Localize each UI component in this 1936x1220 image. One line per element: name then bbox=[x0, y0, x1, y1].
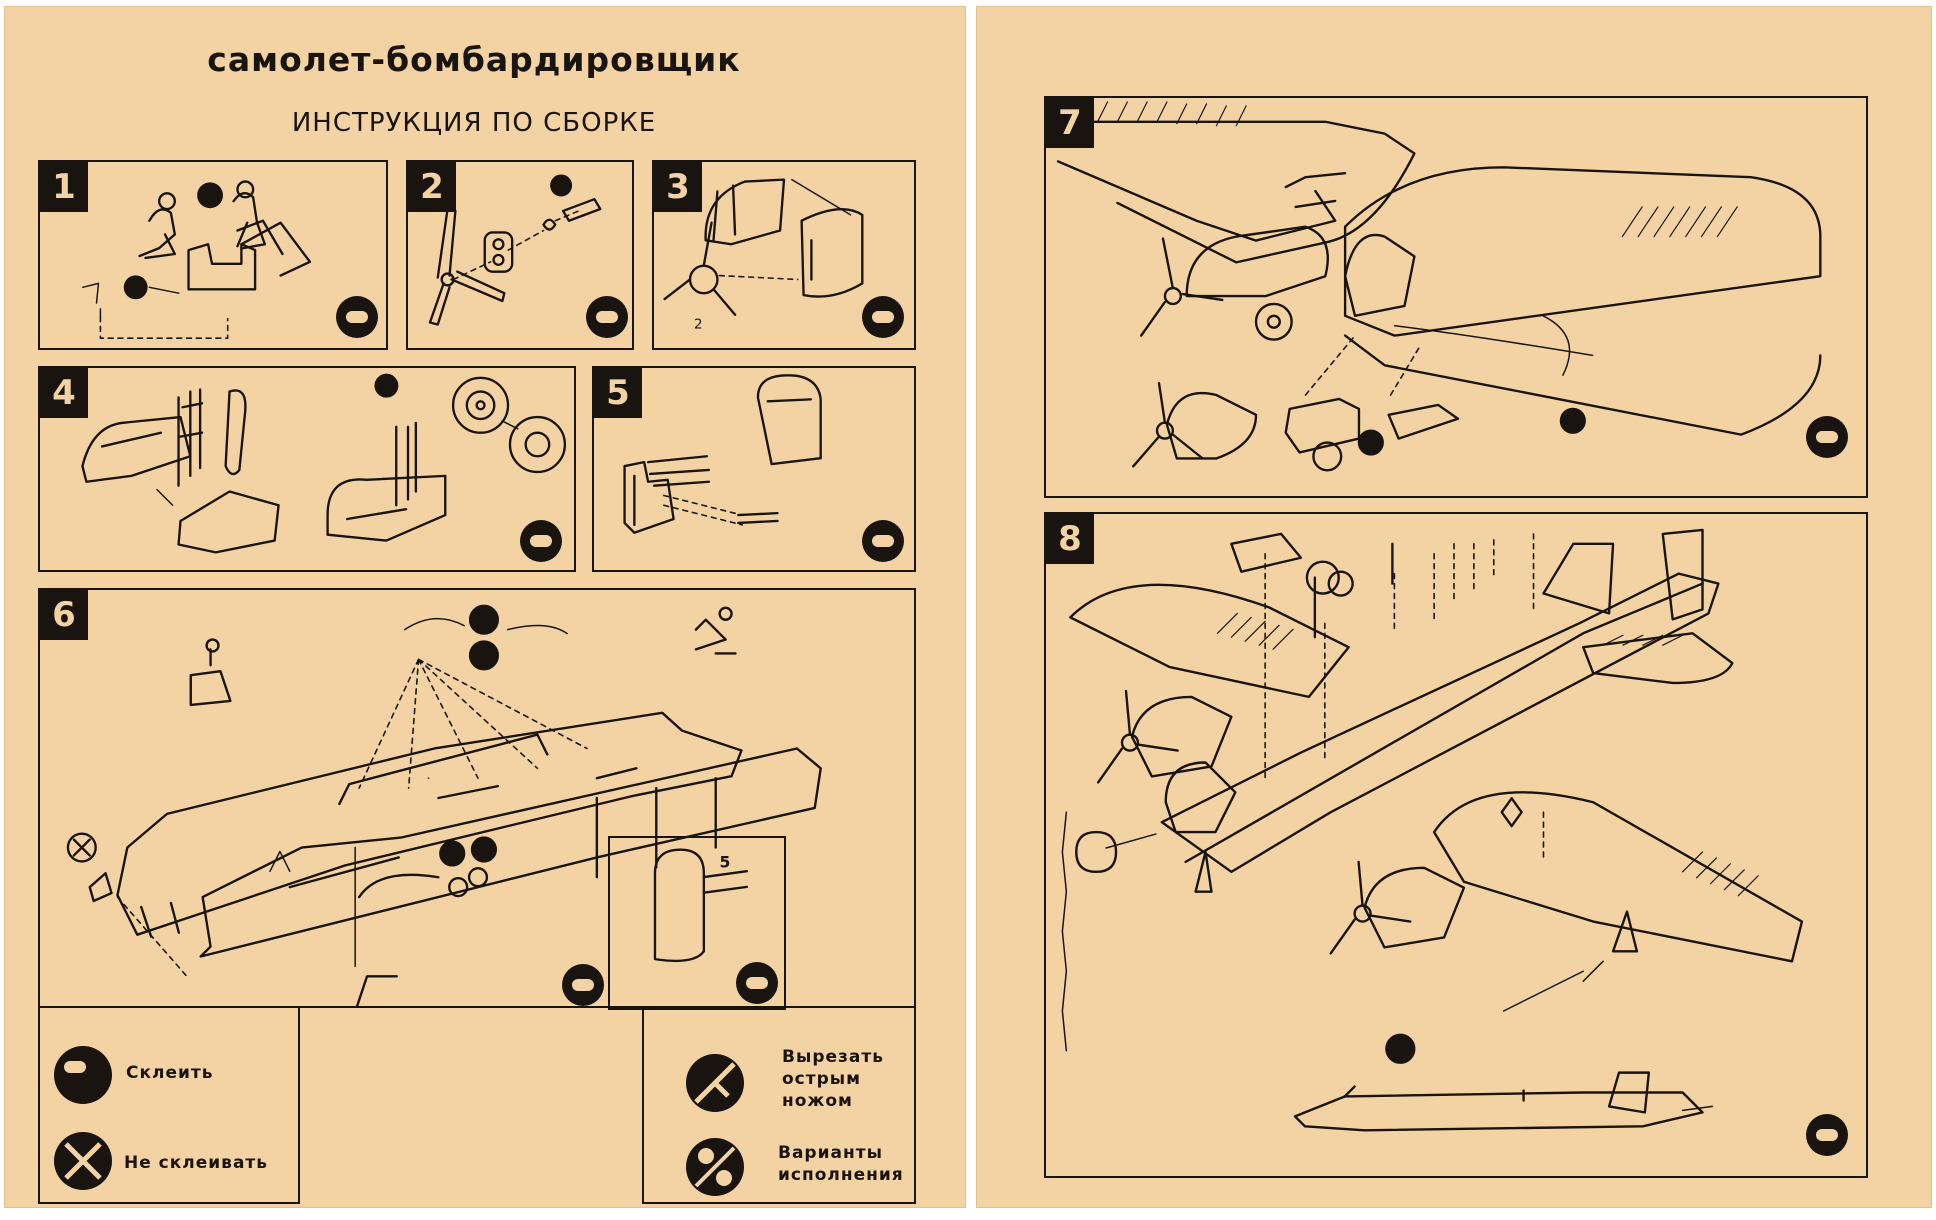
glue-icon bbox=[1806, 1114, 1848, 1156]
step-4-panel: 4 bbox=[38, 366, 576, 572]
no-glue-icon bbox=[54, 1132, 112, 1190]
legend-glue-icon bbox=[54, 1046, 112, 1104]
glue-icon bbox=[562, 964, 604, 1006]
instruction-subtitle: ИНСТРУКЦИЯ ПО СБОРКЕ bbox=[291, 108, 657, 138]
glue-icon bbox=[736, 962, 778, 1004]
step-3-sub-label: 2 bbox=[694, 316, 703, 332]
legend-cut-label: Вырезать острым ножом bbox=[782, 1047, 884, 1111]
glue-icon bbox=[336, 296, 378, 338]
step-8-drawing bbox=[1061, 528, 1804, 1132]
step-2-drawing bbox=[428, 174, 602, 326]
step-5-drawing bbox=[623, 374, 822, 534]
legend-no-glue-label: Не склеивать bbox=[124, 1153, 269, 1173]
legend-glue-label: Склеить bbox=[126, 1063, 214, 1083]
glue-icon bbox=[862, 296, 904, 338]
variants-icon bbox=[686, 1138, 744, 1196]
step-4-number: 4 bbox=[40, 368, 88, 418]
step-5-number: 5 bbox=[594, 368, 642, 418]
step-6-inset-label: 5 bbox=[719, 852, 730, 871]
legend-frame-left bbox=[38, 1008, 300, 1204]
step-7-number: 7 bbox=[1046, 98, 1094, 148]
glue-icon bbox=[862, 520, 904, 562]
instruction-sheet-left: самолет-бомбардировщик ИНСТРУКЦИЯ ПО СБО… bbox=[4, 6, 966, 1208]
step-3-drawing: 2 bbox=[663, 178, 864, 332]
step-1-drawing bbox=[82, 180, 312, 339]
legend-variants-label: Варианты исполнения bbox=[778, 1143, 904, 1185]
step-5-panel: 5 bbox=[592, 366, 916, 572]
glue-icon bbox=[520, 520, 562, 562]
model-title: самолет-бомбардировщик bbox=[207, 40, 741, 79]
step-7-drawing bbox=[1056, 101, 1822, 472]
step-6-panel: 6 bbox=[38, 588, 916, 1010]
step-6-drawing bbox=[66, 604, 822, 1006]
step-8-panel: 8 bbox=[1044, 512, 1868, 1178]
step-3-number: 3 bbox=[654, 162, 702, 212]
instruction-sheet-right: 7 bbox=[976, 6, 1932, 1208]
step-2-number: 2 bbox=[408, 162, 456, 212]
step-1-number: 1 bbox=[40, 162, 88, 212]
glue-icon bbox=[586, 296, 628, 338]
step-7-panel: 7 bbox=[1044, 96, 1868, 498]
step-6-inset-drawing: 5 bbox=[653, 848, 749, 963]
step-1-panel: 1 bbox=[38, 160, 388, 350]
glue-icon bbox=[1806, 416, 1848, 458]
legend-frame-right bbox=[642, 1008, 916, 1204]
step-4-drawing bbox=[81, 373, 567, 554]
step-6-number: 6 bbox=[40, 590, 88, 640]
step-2-panel: 2 bbox=[406, 160, 634, 350]
step-3-panel: 3 2 bbox=[652, 160, 916, 350]
step-8-number: 8 bbox=[1046, 514, 1094, 564]
step-6-inset: 5 bbox=[608, 836, 786, 1010]
cut-knife-icon bbox=[686, 1054, 744, 1112]
